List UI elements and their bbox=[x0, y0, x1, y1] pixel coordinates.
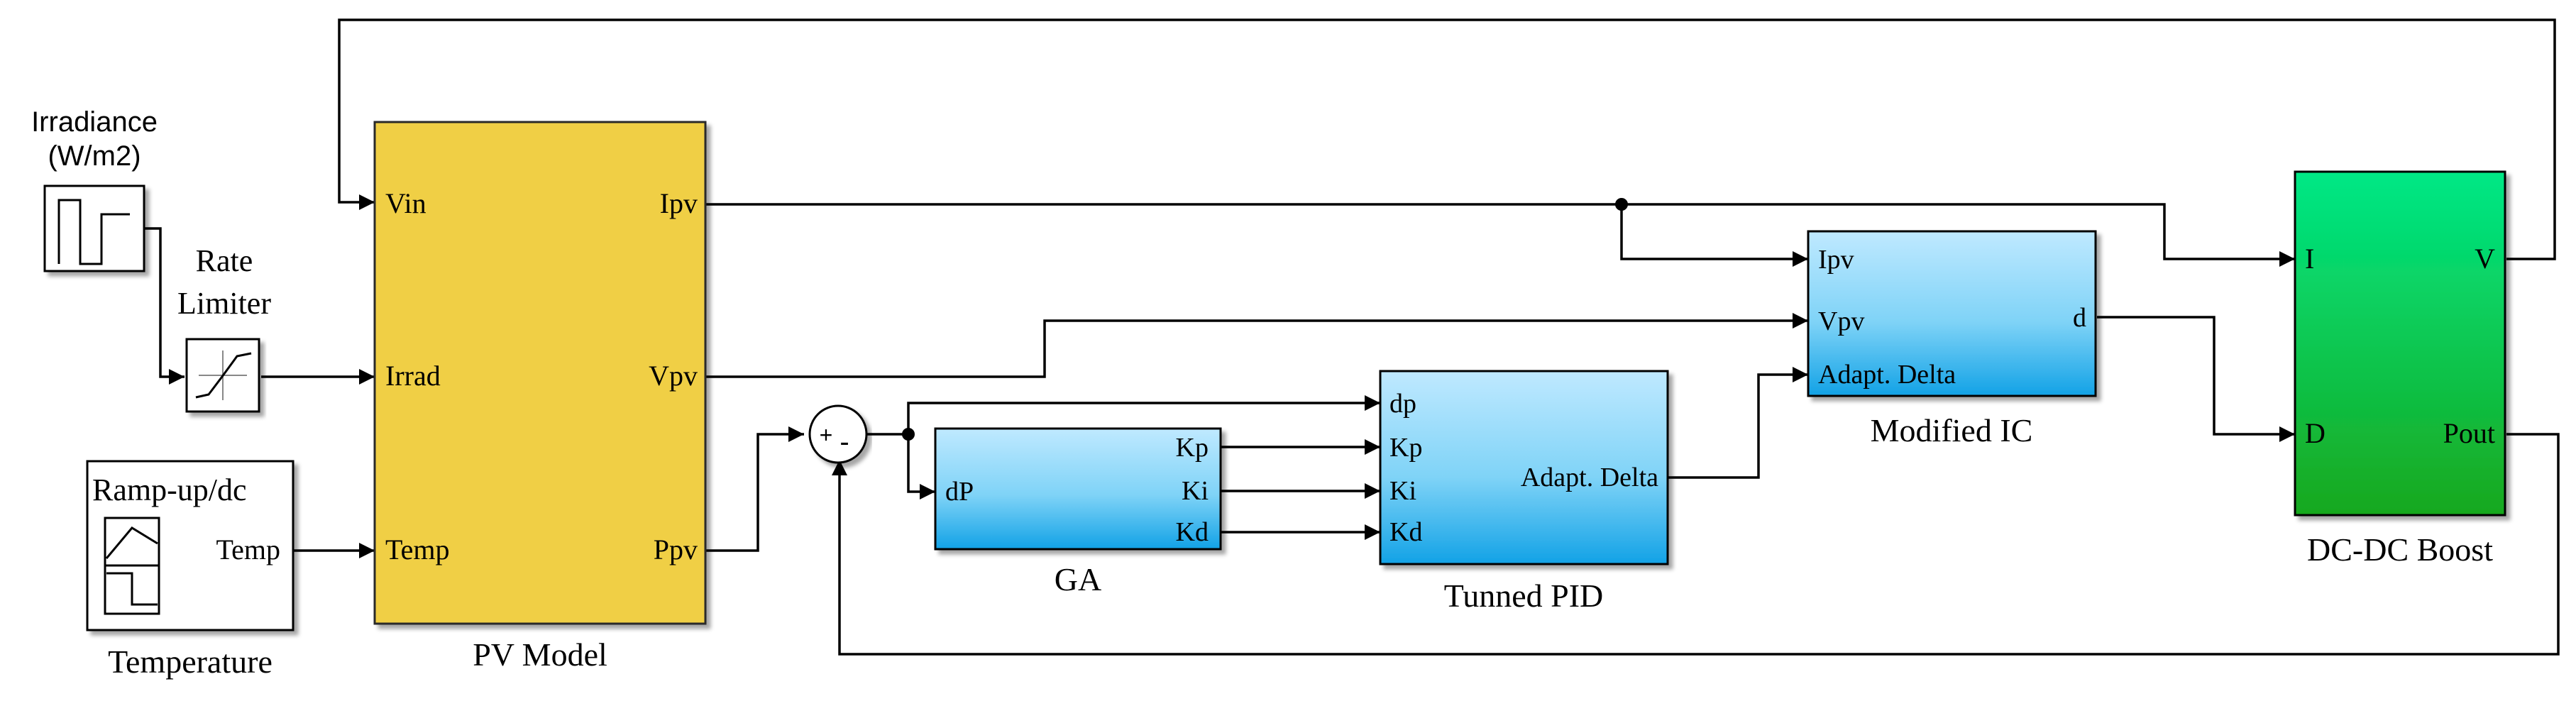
wire-irradiance-to-rate-limiter[interactable] bbox=[144, 227, 185, 385]
pid-in-ki: Ki bbox=[1389, 476, 1416, 506]
pid-in-kp: Kp bbox=[1389, 433, 1422, 463]
ga-in-dp: dP bbox=[945, 477, 974, 507]
signal-lines bbox=[144, 18, 2560, 656]
pv-model-block[interactable]: Vin Irrad Temp Ipv Vpv Ppv PV Model bbox=[373, 121, 707, 673]
pv-in-temp: Temp bbox=[385, 534, 450, 565]
temperature-inner-title: Ramp-up/dc bbox=[92, 473, 247, 507]
junction-ipv bbox=[1615, 198, 1628, 211]
boost-block[interactable]: I D V Pout DC-DC Boost bbox=[2294, 170, 2506, 568]
pv-out-ipv: Ipv bbox=[660, 187, 698, 219]
boost-out-v: V bbox=[2475, 243, 2495, 275]
rate-limiter-title-line1: Rate bbox=[196, 243, 253, 278]
wire-mic-d-to-boost-d[interactable] bbox=[2097, 316, 2295, 442]
boost-in-d: D bbox=[2305, 417, 2325, 449]
ga-block[interactable]: dP Kp Ki Kd GA bbox=[934, 427, 1222, 597]
wire-vpv-to-mic-vpv[interactable] bbox=[706, 313, 1808, 378]
ga-box[interactable] bbox=[934, 427, 1222, 551]
pid-in-dp: dp bbox=[1389, 389, 1416, 419]
pv-in-vin: Vin bbox=[385, 187, 426, 219]
sum-circle[interactable] bbox=[808, 404, 868, 464]
pid-box[interactable] bbox=[1379, 370, 1669, 565]
boost-in-i: I bbox=[2305, 243, 2314, 275]
irradiance-block[interactable]: Irradiance (W/m2) bbox=[31, 106, 158, 272]
ga-caption: GA bbox=[1055, 561, 1101, 597]
wire-boost-v-to-vin[interactable] bbox=[338, 18, 2556, 260]
ga-out-kp: Kp bbox=[1176, 433, 1209, 463]
mic-box[interactable] bbox=[1807, 230, 2097, 397]
modified-ic-block[interactable]: Ipv Vpv Adapt. Delta d Modified IC bbox=[1807, 230, 2097, 448]
boost-out-pout: Pout bbox=[2443, 417, 2495, 449]
pid-in-kd: Kd bbox=[1389, 517, 1422, 547]
rate-limiter-block[interactable]: Rate Limiter bbox=[177, 243, 271, 413]
temperature-block[interactable]: Ramp-up/dc Temp Temperature bbox=[86, 460, 295, 680]
boost-caption: DC-DC Boost bbox=[2307, 531, 2493, 568]
step-signal-icon bbox=[57, 199, 130, 265]
wire-ipv-to-boost-i[interactable] bbox=[706, 203, 2295, 267]
ga-out-ki: Ki bbox=[1182, 476, 1209, 506]
wire-sum-to-pid-dp[interactable] bbox=[907, 395, 1380, 434]
mic-in-vpv: Vpv bbox=[1818, 307, 1864, 336]
ga-out-kd: Kd bbox=[1176, 517, 1209, 547]
wire-ipv-to-mic-ipv[interactable] bbox=[1620, 204, 1808, 267]
irradiance-title-line2: (W/m2) bbox=[48, 140, 141, 172]
wire-pout-to-sum[interactable] bbox=[832, 433, 2560, 656]
mic-in-ipv: Ipv bbox=[1818, 245, 1854, 275]
step-down-signal-icon bbox=[106, 572, 158, 606]
irradiance-title-line1: Irradiance bbox=[31, 106, 158, 138]
pid-caption: Tunned PID bbox=[1444, 578, 1604, 614]
rate-limiter-title-line2: Limiter bbox=[177, 286, 271, 321]
wire-pid-to-mic-delta[interactable] bbox=[1668, 367, 1808, 479]
tuned-pid-block[interactable]: dp Kp Ki Kd Adapt. Delta Tunned PID bbox=[1379, 370, 1669, 614]
sum-block[interactable]: + - bbox=[808, 404, 868, 464]
mic-caption: Modified IC bbox=[1871, 412, 2033, 448]
pv-in-irrad: Irrad bbox=[385, 360, 441, 392]
junction-sum bbox=[902, 428, 915, 441]
temperature-port-out: Temp bbox=[216, 534, 280, 565]
boost-box[interactable] bbox=[2294, 170, 2506, 517]
pv-out-ppv: Ppv bbox=[654, 534, 698, 565]
pv-model-caption: PV Model bbox=[473, 636, 607, 673]
temperature-caption: Temperature bbox=[108, 644, 273, 680]
pv-out-vpv: Vpv bbox=[649, 360, 698, 392]
pv-model-box[interactable] bbox=[373, 121, 707, 625]
wire-sum-to-ga[interactable] bbox=[855, 433, 935, 499]
mic-in-adapt-delta: Adapt. Delta bbox=[1818, 360, 1956, 390]
ramp-signal-icon bbox=[105, 526, 158, 559]
wire-ppv-to-sum[interactable] bbox=[706, 426, 804, 552]
mic-out-d: d bbox=[2073, 303, 2086, 333]
pid-out-adapt-delta: Adapt. Delta bbox=[1521, 463, 1658, 492]
rate-limiter-curve-icon bbox=[195, 352, 252, 399]
sum-plus-sign: + bbox=[820, 422, 833, 448]
sum-minus-sign: - bbox=[840, 426, 849, 458]
